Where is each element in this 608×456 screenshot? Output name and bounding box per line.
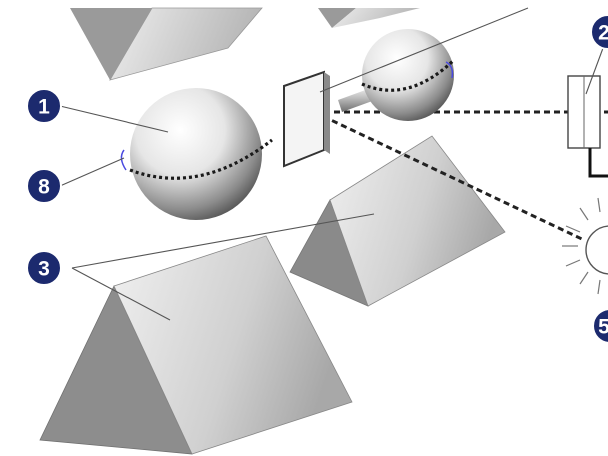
prism-top-middle	[318, 8, 420, 28]
light-beams	[313, 110, 608, 242]
callout-3-label: 3	[38, 258, 50, 281]
prism-top-left	[70, 7, 263, 81]
callout-5-label: 5	[598, 316, 608, 339]
sphere-small	[361, 29, 456, 121]
prism-middle	[289, 135, 506, 307]
leader-8	[59, 157, 125, 187]
callout-1: 1	[26, 88, 62, 124]
light-source-icon	[562, 197, 608, 295]
leader-1	[59, 105, 169, 133]
callout-2-label: 2	[598, 22, 608, 45]
callout-1-label: 1	[38, 96, 50, 119]
leader-plate	[319, 7, 529, 93]
callout-8-label: 8	[38, 176, 50, 199]
mirror-plate	[283, 70, 330, 168]
leader-3b	[71, 213, 375, 269]
callout-5: 5	[592, 308, 608, 344]
callout-2: 2	[590, 14, 608, 50]
sphere-large	[120, 88, 273, 220]
prism-front	[39, 235, 353, 455]
detector	[567, 75, 608, 178]
callout-8: 8	[26, 168, 62, 204]
callout-3: 3	[26, 250, 62, 286]
leader-3a	[71, 267, 171, 321]
